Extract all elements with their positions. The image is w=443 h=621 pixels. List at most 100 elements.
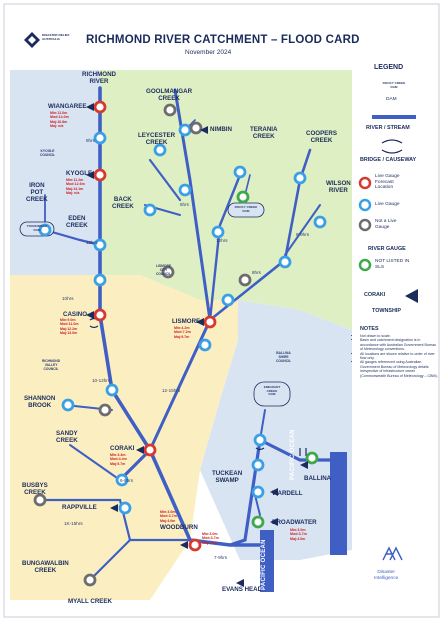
label-pacific-ocean-ballina: PACIFIC OCEAN xyxy=(290,429,296,480)
label-toonumbar-dam: TOONUMBAR DAM xyxy=(26,224,48,232)
dra-logo-icon xyxy=(24,32,40,48)
gauge-levels-kyogle: Min:11.2m Mod:12.6m Maj:14.1m Maj: n/a xyxy=(66,178,85,195)
travel-time-12: 8-9hrs xyxy=(296,232,310,237)
travel-time-4: 10-12hrs xyxy=(92,378,111,383)
note-1: Not drawn to scale. xyxy=(360,334,438,338)
gauges xyxy=(33,100,327,587)
legend-live-icon xyxy=(358,198,372,212)
label-nimbin: NIMBIN xyxy=(210,126,232,133)
wilson-river xyxy=(208,148,312,322)
wilson-upper xyxy=(284,204,321,256)
legend-notes-title: NOTES xyxy=(360,326,379,332)
travel-time-10: 6hrs xyxy=(180,202,189,207)
wilson-gauge xyxy=(313,215,327,229)
legend-river-label: RIVER / STREAM xyxy=(366,125,410,131)
eden-creek xyxy=(43,228,102,247)
label-woodburn: WOODBURN xyxy=(160,524,198,531)
legend-bridge-sample xyxy=(381,139,403,154)
label-tuckean-swamp: TUCKEAN SWAMP xyxy=(212,470,243,484)
busbys-creek xyxy=(38,498,132,542)
legend-not-sls-icon xyxy=(358,258,372,272)
gauge-levels-casino: Min:9.0m Mod:11.0m Maj:12.2m Maj:13.0m xyxy=(60,318,79,335)
label-eden-creek: EDEN CREEK xyxy=(66,215,88,229)
label-busbys-creek: BUSBYS CREEK xyxy=(22,482,48,496)
label-bungawalbin-creek: BUNGAWALBIN CREEK xyxy=(22,560,69,574)
label-kyogle-council: KYOGLE COUNCIL xyxy=(40,149,56,157)
terania-lower-gauge xyxy=(211,225,225,239)
legend-not-live-icon xyxy=(358,218,372,232)
label-coopers-creek: COOPERS CREEK xyxy=(306,130,337,144)
gauge-levels-lismore: Min:4.2m Mod:7.2m Maj:9.7m xyxy=(174,326,191,339)
note-3: All locations are shown relative to orde… xyxy=(360,352,438,361)
legend-live-forecast-icon xyxy=(358,176,372,190)
legend-bridge-label: BRIDGE / CAUSEWAY xyxy=(360,157,417,163)
label-coraki: CORAKI xyxy=(110,445,135,452)
brand-label: Disaster Intelligence xyxy=(374,570,399,581)
ballina-gauge xyxy=(305,451,319,465)
label-richmond-valley-council: RICHMOND VALLEY COUNCIL xyxy=(42,359,61,371)
lismore-lower-gauge xyxy=(198,338,212,352)
label-iron-pot-creek: IRON POT CREEK xyxy=(26,182,48,203)
ocean-strip-ballina xyxy=(330,452,347,555)
page-title: RICHMOND RIVER CATCHMENT – FLOOD CARD xyxy=(86,34,360,46)
label-lismore-council: LISMORE CITY COUNCIL xyxy=(156,264,172,276)
legend-live-forecast-label: Live Gauge Forecast Location xyxy=(375,174,400,191)
travel-time-6: 6-8hrs xyxy=(120,478,134,483)
coopers-gauge xyxy=(293,171,307,185)
label-casino: CASINO xyxy=(63,311,88,318)
coraki-gauge xyxy=(143,443,157,457)
travel-time-7: 1K-15hrs xyxy=(64,521,83,526)
label-kyogle: KYOGLE xyxy=(66,170,93,177)
label-ballina-council: BALLINA SHIRE COUNCIL xyxy=(276,351,292,363)
legend-notes-list: Not drawn to scale. Basin and catchment … xyxy=(352,334,438,378)
ocean-strip-evans xyxy=(260,530,274,592)
lismore-gauge xyxy=(203,315,217,329)
wardell-gauge xyxy=(251,485,265,499)
casino-gauge xyxy=(93,308,107,322)
label-broadwater: BROADWATER xyxy=(272,519,317,526)
label-leycester-creek: LEYCESTER CREEK xyxy=(138,132,176,146)
brand-logo-icon xyxy=(382,546,403,561)
myall-gauge xyxy=(83,573,97,587)
legend-dam-sample-label: ROCKY CREEK DAM xyxy=(382,81,406,89)
wilson-lismore-gauge xyxy=(221,293,235,307)
travel-time-5: 12-15hrs xyxy=(162,388,181,393)
ballina-council-region xyxy=(200,300,352,560)
label-lismore: LISMORE xyxy=(172,318,201,325)
nimbin-gauge xyxy=(178,123,192,137)
label-rocky-creek-dam: ROCKY CREEK DAM xyxy=(234,205,258,213)
sandy-creek xyxy=(69,444,121,481)
label-myall-creek: MYALL CREEK xyxy=(68,598,113,605)
goolmangar-gauge xyxy=(163,103,177,117)
wilson-lower-gauge xyxy=(278,255,292,269)
rappville-gauge xyxy=(118,501,132,515)
travel-time-1: 8hrs xyxy=(86,138,95,143)
kyogle-gauge xyxy=(93,168,107,182)
emigrant-gauge xyxy=(253,433,267,447)
gauge-levels-woodburn-2: Min:3.0m Mod:3.7m Maj:4.0m xyxy=(202,532,219,545)
leycester-lower-gauge xyxy=(178,183,192,197)
travel-time-2: 12hrs xyxy=(86,240,98,245)
label-emigrant-creek-dam: EMIGRANT CREEK DAM xyxy=(263,385,281,397)
travel-time-9: 8hrs xyxy=(252,270,261,275)
casino-upper-gauge xyxy=(93,273,107,287)
gauge-levels-wiangaree: Min:11.0m Mod:14.0m Maj:16.8m Maj: n/a xyxy=(50,111,69,128)
bungawalbin-creek xyxy=(88,538,192,582)
gauge-levels-coraki: Min:3.4m Mod:4.4m Maj:5.7m xyxy=(110,453,127,466)
townships xyxy=(86,103,308,587)
terania-creek xyxy=(208,173,242,322)
iron-pot-gauge xyxy=(38,223,52,237)
legend-live-label: Live Gauge xyxy=(375,202,400,207)
note-2: Basin and catchment designation is in ac… xyxy=(360,338,438,351)
label-wiangaree: WIANGAREE xyxy=(48,103,87,110)
eden-gauge xyxy=(93,238,107,252)
gauge-levels-woodburn: Min:3.0m Mod:3.7m Maj:4.0m xyxy=(160,510,177,523)
gauge-levels-broadwater: Min:3.0m Mod:3.7m Maj:4.0m xyxy=(290,528,307,541)
label-rappville: RAPPVILLE xyxy=(62,504,97,511)
shannon-gauge xyxy=(61,398,75,412)
casino-lower-gauge xyxy=(105,383,119,397)
legend-not-live-label: Not a Live Gauge xyxy=(375,219,397,230)
rocky-creek-gauge xyxy=(236,190,250,204)
